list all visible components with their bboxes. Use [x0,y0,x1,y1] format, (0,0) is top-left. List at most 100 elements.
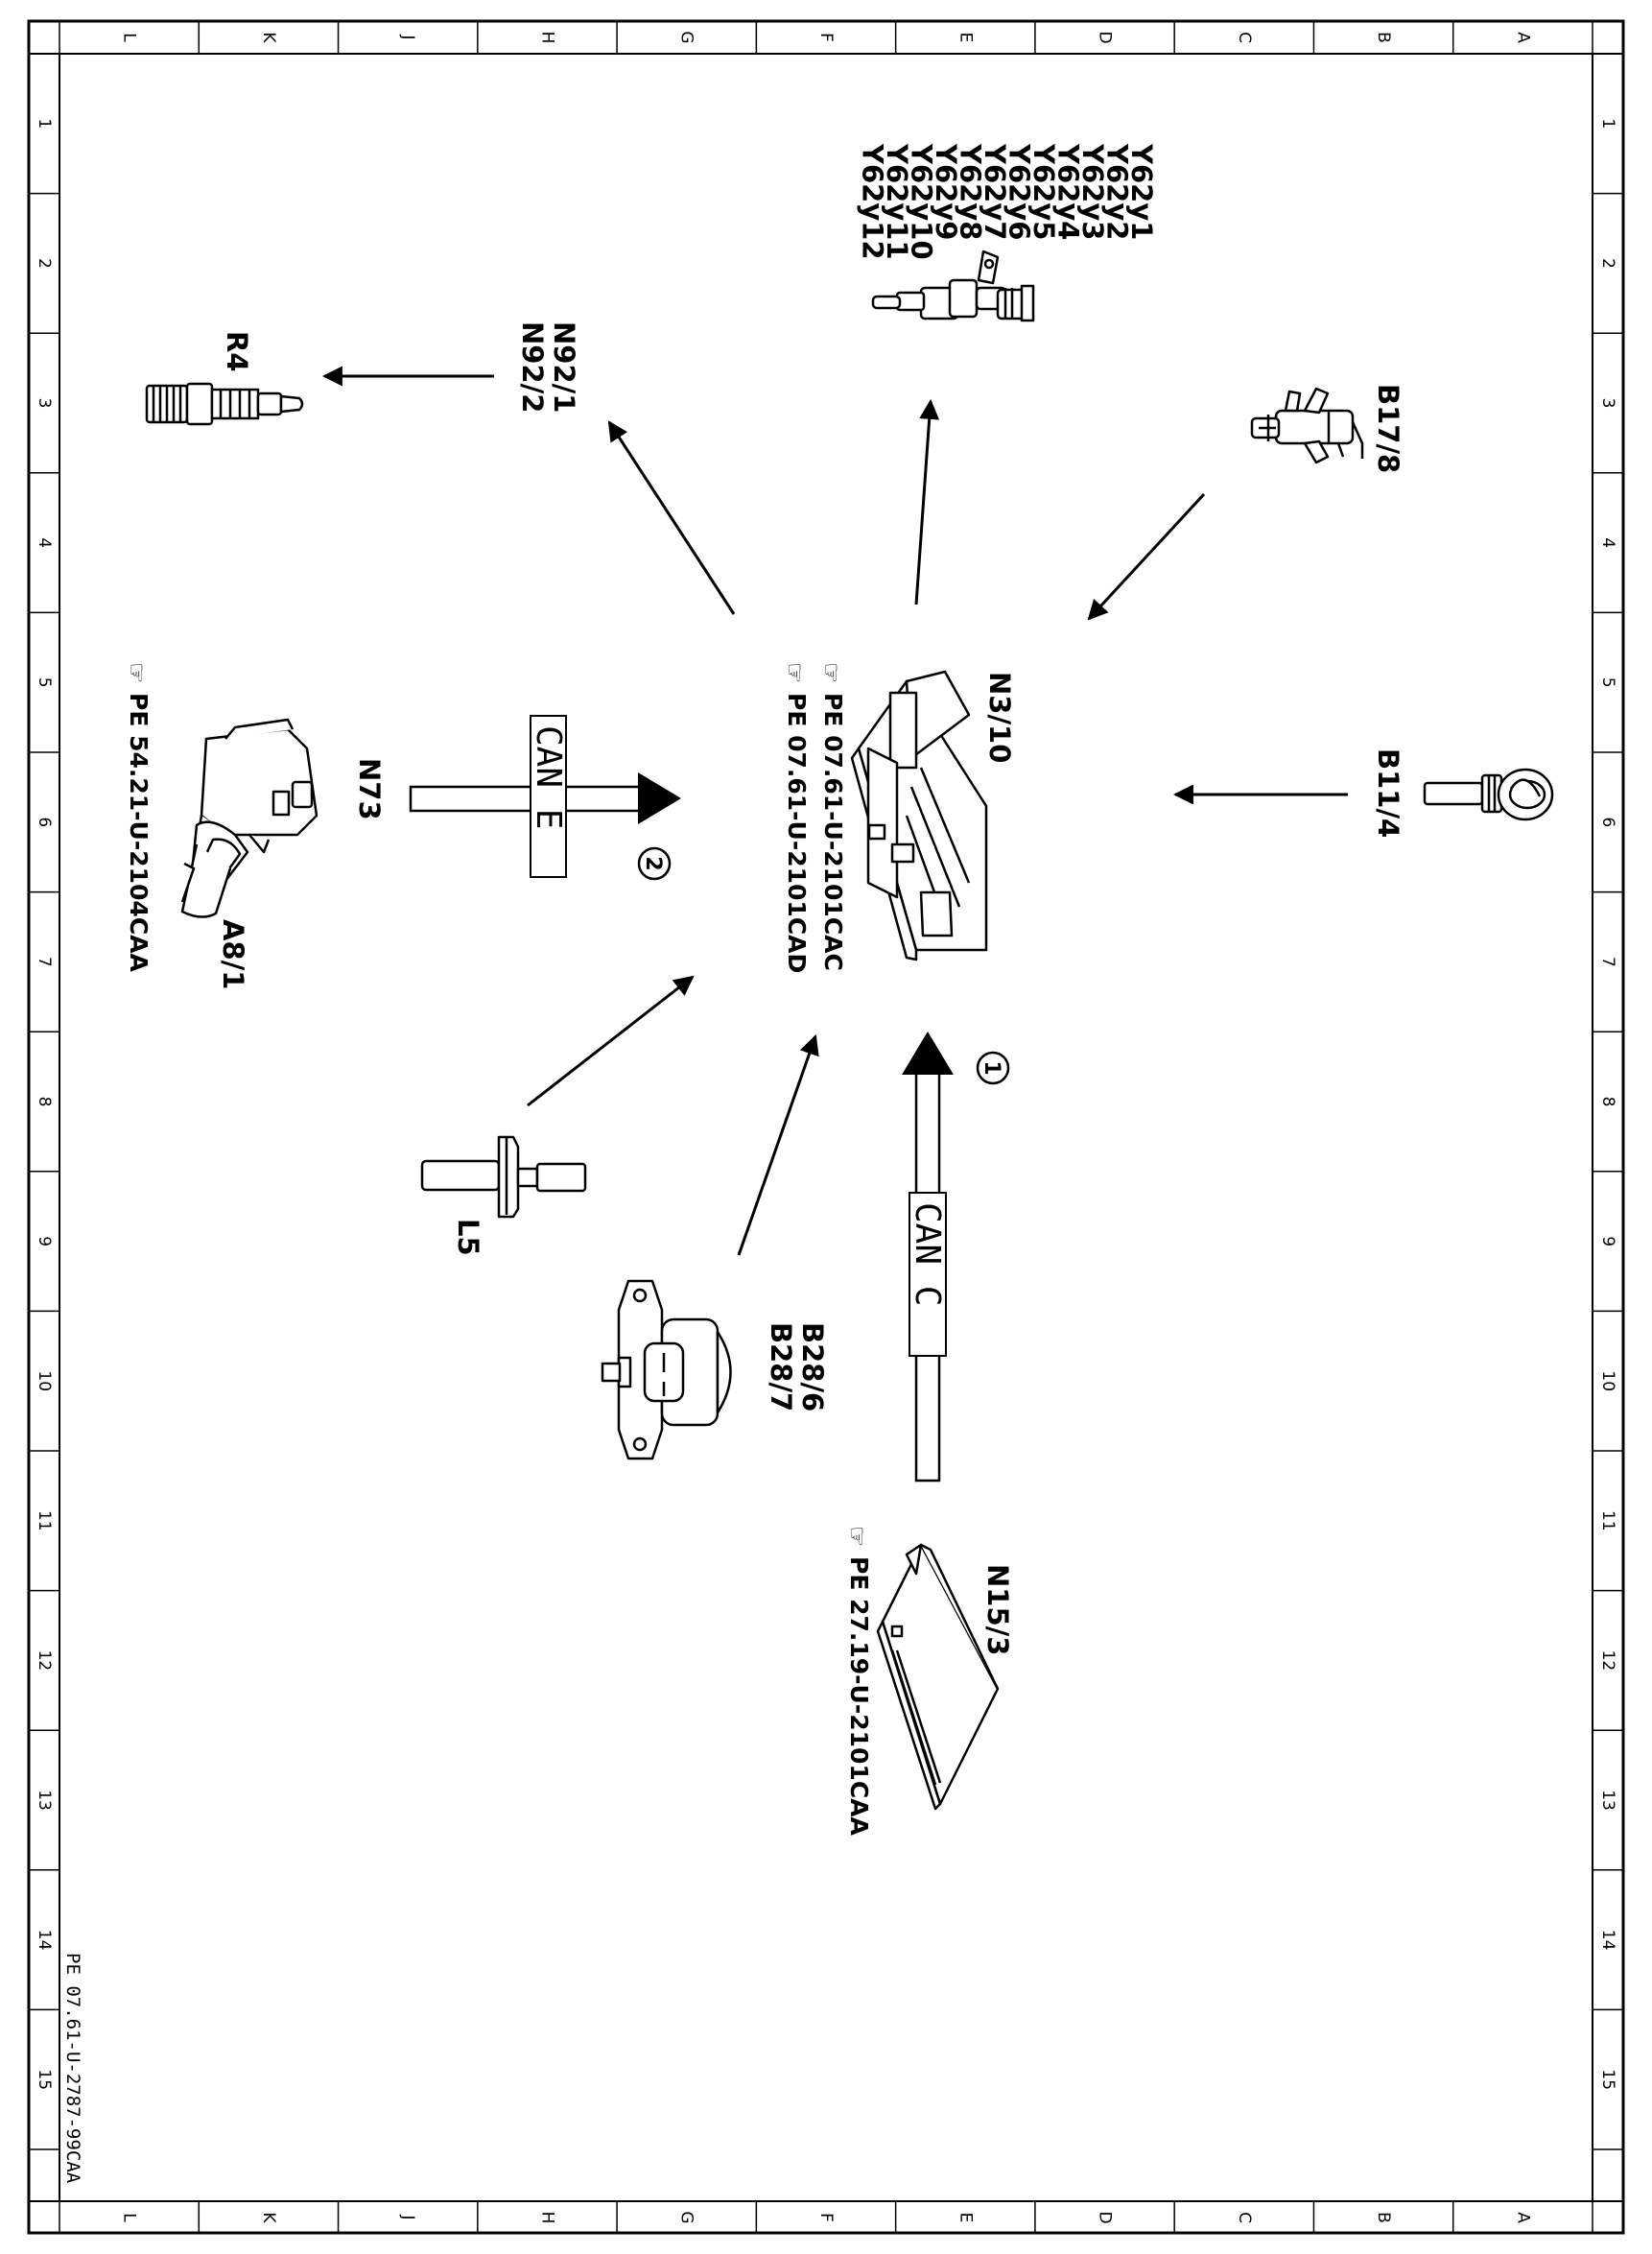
pointing-hand-icon: ☞ [817,662,845,683]
zone-number: 9 [1598,1236,1617,1246]
spark-plug-icon [145,382,304,426]
ecu-ref-2-text: PE 07.61-U-2101CAD [783,693,811,973]
transmission-control-unit-icon [876,1543,1000,1811]
pressure-sensor-icon [601,1279,732,1460]
zone-letter: B [1374,2212,1393,2223]
injector-label: Y62y7 [979,143,1011,240]
zone-letter: K [259,32,278,43]
can-e-label: CAN E [529,725,568,829]
crank-sensor-label: L5 [452,1219,484,1256]
zone-letter: E [956,2213,975,2223]
ecu-module-icon [850,670,988,961]
key-reference: ☞ PE 54.21-U-2104CAA [123,662,153,973]
drawing-frame [27,19,1625,2235]
zone-letter: F [816,33,836,42]
can-c-label: CAN C [908,1202,947,1306]
zone-number: 15 [35,2069,54,2090]
zone-number: 12 [35,1650,54,1672]
zone-number: 4 [35,537,54,548]
zone-letter: K [259,2212,278,2223]
injector-label-list: Y62y1Y62y2Y62y3Y62y4Y62y5Y62y6Y62y7Y62y8… [857,143,1159,260]
pointing-hand-icon: ☞ [123,662,151,683]
zone-number: 5 [1598,677,1617,688]
can-c-number-badge: 1 [976,1051,1010,1085]
can-e-number-badge: 2 [637,846,672,881]
zone-number: 2 [1598,258,1617,269]
zone-letter: H [537,2212,556,2224]
zone-letter: C [1235,32,1254,43]
can-e-bus-arrow [409,772,681,824]
pointing-hand-icon: ☞ [781,662,809,683]
zone-letter: E [956,33,975,43]
zone-number: 15 [1598,2069,1617,2090]
zone-number: 11 [35,1510,54,1531]
vehicle-key-icon [180,820,249,918]
injector-label: Y62y10 [906,143,938,260]
arrow-pressure-to-ecu [737,1034,819,1256]
tcu-ref-text: PE 27.19-U-2101CAA [845,1556,873,1837]
zone-number: 1 [35,118,54,129]
tcu-label: N15/3 [981,1564,1014,1655]
can-c-number: 1 [979,1060,1003,1075]
zone-number: 13 [1598,1790,1617,1811]
zone-number: 14 [35,1930,54,1951]
zone-number: 13 [35,1790,54,1811]
drawing-id: PE 07.61-U-2787-99CAA [62,1953,83,2184]
ignition-switch-icon [195,718,319,856]
injector-label: Y62y9 [930,143,962,240]
ecu-label: N3/10 [983,672,1016,763]
zone-letter: B [1374,32,1393,43]
cam-sensor-icon [1250,387,1364,464]
can-e-label-box [530,715,567,878]
injector-label: Y62y3 [1076,143,1109,240]
arrow-crank-to-ecu [527,975,695,1107]
injector-label: Y62y1 [1125,143,1158,240]
zone-letter: A [1513,2212,1532,2223]
zone-number: 8 [1598,1097,1617,1107]
coolant-sensor-label: B11/4 [1372,748,1404,838]
injector-label: Y62y12 [857,143,889,260]
arrow-ecu-to-injectors [914,398,940,605]
zone-number: 11 [1598,1510,1617,1531]
zone-number: 10 [1598,1370,1617,1391]
zone-letter: G [677,31,696,43]
zone-letter: A [1513,32,1532,43]
zone-letter: F [816,2213,836,2222]
ignition-module-label-2: N92/2 [516,321,549,413]
zone-letter: C [1235,2212,1254,2223]
zone-number: 4 [1598,537,1617,548]
crankshaft-sensor-icon [420,1135,587,1219]
zone-number: 1 [1598,118,1617,129]
zone-letter: J [398,2214,417,2219]
arrow-cam-to-ecu [1087,492,1206,621]
injector-label: Y62y5 [1027,143,1060,240]
zone-number: 14 [1598,1930,1617,1951]
zone-letter: J [398,34,417,39]
zone-letter: L [120,2213,139,2222]
can-c-label-box [909,1192,947,1357]
zone-number: 5 [35,677,54,688]
temperature-sensor-icon [1423,768,1554,821]
zone-number: 8 [35,1097,54,1107]
zone-letter: D [1096,31,1115,43]
zone-number: 9 [35,1236,54,1246]
arrow-ecu-to-ignition [607,420,736,615]
tcu-reference: ☞ PE 27.19-U-2101CAA [843,1526,873,1837]
ecu-reference-1: ☞ PE 07.61-U-2101CAC [817,662,847,971]
zone-number: 2 [35,258,54,269]
zone-number: 6 [35,817,54,827]
key-label: A8/1 [217,919,249,989]
zone-number: 3 [35,398,54,409]
zone-number: 3 [1598,398,1617,409]
zone-letter: G [677,2211,696,2223]
can-e-number: 2 [641,856,665,870]
ecu-ref-1-text: PE 07.61-U-2101CAC [819,693,847,971]
pressure-sensor-label-2: B28/7 [765,1322,797,1412]
cam-sensor-label: B17/8 [1372,384,1404,473]
zone-letter: H [537,32,556,44]
zone-letter: D [1096,2211,1115,2223]
pointing-hand-icon: ☞ [843,1526,871,1547]
injector-label: Y62y4 [1052,143,1085,240]
